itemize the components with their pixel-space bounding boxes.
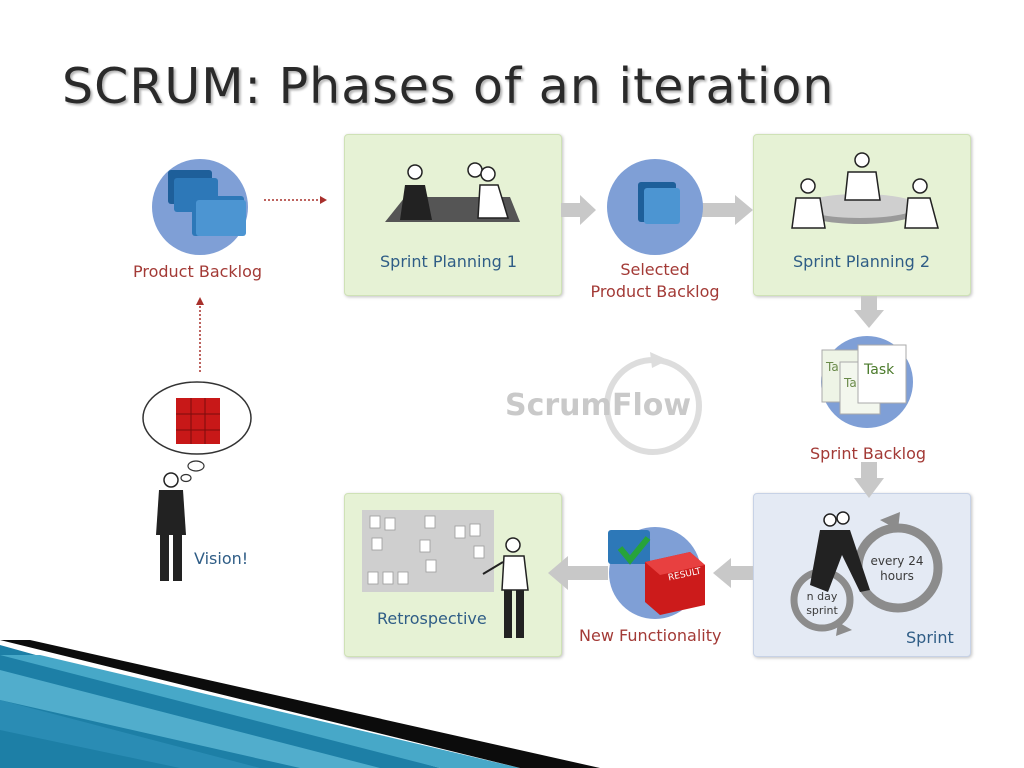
retrospective-illustration bbox=[362, 510, 529, 638]
sprint-planning-2-label: Sprint Planning 2 bbox=[793, 252, 931, 271]
task-card-label-3: Ta bbox=[844, 376, 857, 390]
sprint-cycle-inner-line1: n day bbox=[806, 590, 838, 603]
new-functionality-icon bbox=[608, 527, 705, 619]
task-card-label-2: Ta bbox=[826, 360, 839, 374]
corner-swoosh bbox=[0, 640, 600, 768]
product-backlog-icon bbox=[152, 159, 248, 255]
sprint-cycle-outer-line1: every 24 bbox=[870, 554, 924, 568]
flow-arrows bbox=[548, 195, 884, 590]
selected-backlog-label-line1: Selected bbox=[620, 260, 690, 279]
dotted-arrows bbox=[196, 196, 327, 372]
selected-backlog-icon bbox=[607, 159, 703, 255]
slide-title: SCRUM: Phases of an iteration bbox=[62, 58, 835, 115]
sprint-planning-2-illustration bbox=[791, 152, 939, 229]
sprint-cycle-illustration bbox=[790, 511, 943, 636]
sprint-planning-1-illustration bbox=[385, 162, 520, 222]
new-functionality-label: New Functionality bbox=[579, 626, 722, 645]
retrospective-label: Retrospective bbox=[377, 609, 487, 628]
selected-backlog-label-line2: Product Backlog bbox=[590, 282, 720, 301]
vision-illustration bbox=[142, 381, 252, 581]
scrum-flow-word2: Flow bbox=[612, 388, 692, 423]
scrum-flow-word1: Scrum bbox=[505, 388, 612, 423]
sprint-cycle-inner-line2: sprint bbox=[806, 604, 838, 617]
sprint-label: Sprint bbox=[906, 628, 954, 647]
vision-label: Vision! bbox=[194, 549, 249, 568]
task-card-label-1: Task bbox=[864, 362, 895, 378]
sprint-backlog-label: Sprint Backlog bbox=[810, 444, 927, 463]
product-backlog-label: Product Backlog bbox=[133, 262, 263, 281]
sprint-backlog-icon bbox=[821, 336, 913, 428]
sprint-cycle-outer-line2: hours bbox=[880, 569, 914, 583]
sprint-planning-1-label: Sprint Planning 1 bbox=[380, 252, 518, 271]
scrum-flow-ring bbox=[604, 352, 702, 455]
